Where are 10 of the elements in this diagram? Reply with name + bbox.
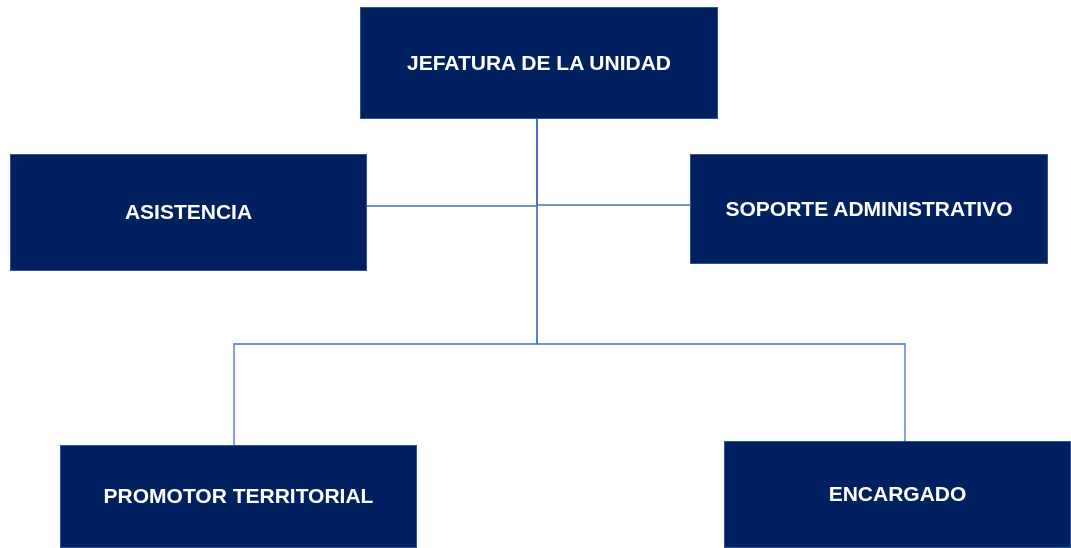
role-title: ENCARGADO [827,481,968,508]
org-box [10,154,367,271]
role-title: PROMOTOR TERRITORIAL [102,483,375,510]
role-title: ASISTENCIA [123,199,254,226]
org-box [724,441,1071,548]
role-title: SOPORTE ADMINISTRATIVO [724,195,1014,222]
org-box [60,445,417,548]
org-box [360,7,718,119]
role-title: JEFATURA DE LA UNIDAD [405,49,673,76]
org-box [690,154,1048,264]
